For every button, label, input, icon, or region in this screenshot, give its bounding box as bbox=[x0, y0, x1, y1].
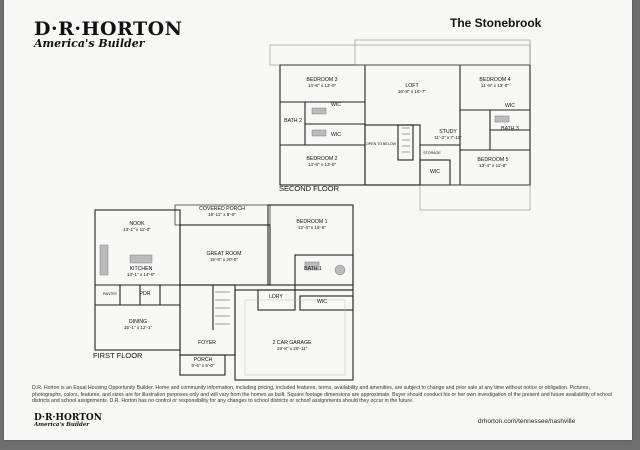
footer-brand-logo: D·R·HORTON America's Builder bbox=[34, 413, 102, 428]
fixtures bbox=[99, 107, 510, 276]
room-pdr: PDR bbox=[139, 291, 151, 297]
first-floor-label: FIRST FLOOR bbox=[93, 351, 143, 360]
website-url: drhorton.com/tennessee/nashville bbox=[478, 418, 576, 425]
room-wic-bed2: WIC bbox=[330, 132, 342, 138]
room-open-below: OPEN TO BELOW bbox=[365, 142, 397, 146]
legal-disclaimer: D.R. Horton is an Equal Housing Opportun… bbox=[32, 385, 612, 405]
brand-logo: D·R·HORTON America's Builder bbox=[34, 18, 183, 50]
brand-tagline: America's Builder bbox=[34, 37, 145, 50]
footer-brand-name: D·R·HORTON bbox=[34, 413, 102, 423]
room-foyer: FOYER bbox=[198, 340, 216, 346]
room-bath-2: BATH 2 bbox=[284, 118, 302, 124]
first-floor-walls bbox=[94, 204, 354, 381]
room-storage: STORAGE bbox=[423, 151, 441, 155]
stair-treads bbox=[215, 127, 410, 325]
room-wic-bed3: WIC bbox=[330, 102, 342, 108]
room-pantry: PANTRY bbox=[102, 292, 118, 296]
room-bath-3: BATH 3 bbox=[501, 126, 519, 132]
plan-title: The Stonebrook bbox=[450, 16, 542, 30]
footer-brand-tagline: America's Builder bbox=[34, 422, 90, 428]
room-wic-study: WIC bbox=[429, 169, 441, 175]
room-wic-bed1: WIC bbox=[316, 299, 328, 305]
brand-name: D·R·HORTON bbox=[34, 18, 183, 40]
room-bath-1: BATH 1 bbox=[304, 266, 322, 272]
exterior-outlines bbox=[244, 39, 531, 376]
second-floor-label: SECOND FLOOR bbox=[279, 184, 340, 193]
room-wic-bed4: WIC bbox=[504, 103, 516, 109]
room-laundry: LDRY bbox=[269, 294, 283, 300]
floorplan-sheet bbox=[4, 0, 632, 440]
